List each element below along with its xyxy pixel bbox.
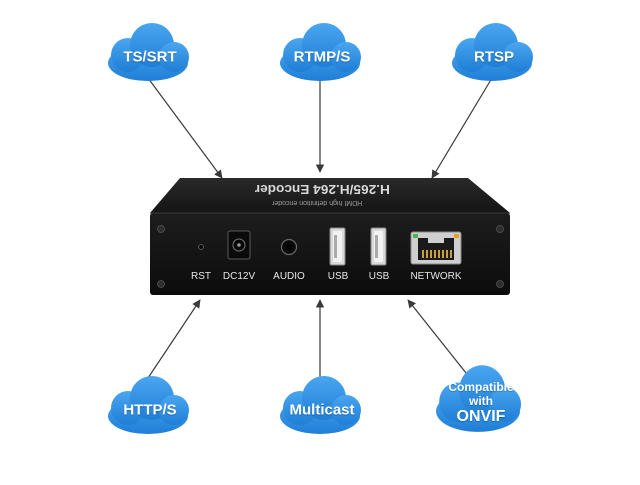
port-label-usb-1: USB (327, 271, 349, 282)
cloud-label-rtsp: RTSP (473, 48, 515, 66)
onvif-line-1: Compatible (448, 380, 514, 394)
screw-icon (496, 225, 504, 233)
cloud-label-ts-srt: TS/SRT (123, 48, 177, 66)
onvif-line-2: with (469, 394, 493, 408)
port-label-dc12v: DC12V (222, 271, 256, 282)
port-label-network: NETWORK (410, 271, 462, 282)
encoder-device (150, 178, 510, 295)
arrow-rtsp (431, 77, 493, 179)
reset-hole-icon (198, 244, 204, 250)
arrow-onvif (407, 299, 471, 379)
screw-icon (496, 280, 504, 288)
arrow-http-s (147, 299, 201, 379)
port-label-rst: RST (191, 271, 211, 282)
device-top-title: H.265/H.264 Encoder (254, 182, 390, 197)
port-label-usb-2: USB (368, 271, 390, 282)
device-top-subtitle: HDMI high definition encoder (272, 199, 363, 206)
screw-icon (157, 225, 165, 233)
onvif-line-3: ONVIF (456, 408, 506, 425)
cloud-label-onvif: Compatible with ONVIF (448, 380, 513, 426)
arrow-ts-srt (147, 77, 223, 179)
cloud-label-rtmp-s: RTMP/S (293, 48, 351, 66)
cloud-label-http-s: HTTP/S (123, 401, 177, 419)
device-top (150, 178, 510, 213)
screw-icon (157, 280, 165, 288)
port-label-audio: AUDIO (273, 271, 305, 282)
cloud-label-multicast: Multicast (289, 401, 355, 419)
connection-arrows (147, 77, 493, 380)
